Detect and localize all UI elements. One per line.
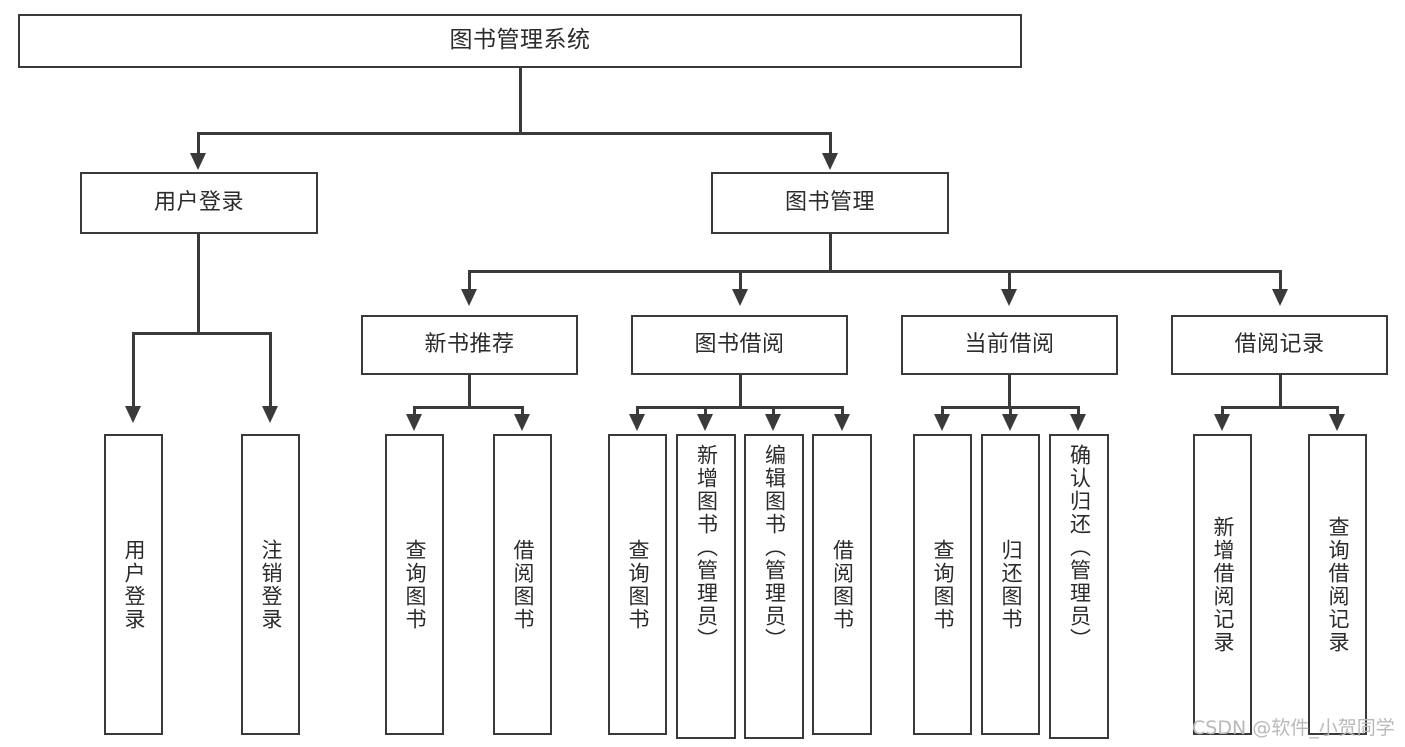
connector-newbook-to-leaf2 bbox=[521, 406, 524, 420]
node-label: 新书推荐 bbox=[424, 332, 515, 358]
connector-borrowrecord-stem bbox=[1279, 375, 1282, 408]
node-label: 借阅记录 bbox=[1234, 332, 1325, 358]
node-new-book-recommend[interactable]: 新书推荐 bbox=[361, 315, 578, 375]
node-book-management[interactable]: 图书管理 bbox=[711, 172, 949, 234]
connector-bookmgmt-to-borrow bbox=[739, 270, 742, 292]
arrowhead-userlogin-to-leaf1 bbox=[125, 406, 141, 423]
arrowhead-root-to-userlogin bbox=[190, 153, 206, 170]
arrowhead-root-to-bookmgmt bbox=[822, 153, 838, 170]
node-book-borrow[interactable]: 图书借阅 bbox=[631, 315, 848, 375]
arrowhead-userlogin-to-leaf2 bbox=[262, 406, 278, 423]
connector-bookborrow-to-leaf2 bbox=[704, 406, 707, 420]
node-label: 图书管理 bbox=[784, 190, 875, 216]
node-leaf-return-book[interactable]: 归还图书 bbox=[981, 434, 1040, 735]
node-label: 借阅图书 bbox=[511, 538, 535, 631]
node-label: 查询借阅记录 bbox=[1326, 515, 1350, 654]
node-leaf-add-book-admin[interactable]: 新增图书（管理员） bbox=[676, 434, 736, 739]
node-label: 新增借阅记录 bbox=[1211, 515, 1235, 654]
connector-borrowrecord-bus bbox=[1222, 406, 1338, 409]
connector-bookmgmt-to-newbook bbox=[468, 270, 471, 292]
arrowhead-bookborrow-to-leaf2 bbox=[697, 414, 713, 431]
node-leaf-confirm-return-admin[interactable]: 确认归还（管理员） bbox=[1049, 434, 1109, 739]
arrowhead-newbook-to-leaf2 bbox=[514, 414, 530, 431]
node-label: 当前借阅 bbox=[964, 332, 1055, 358]
arrowhead-borrowrecord-to-leaf2 bbox=[1329, 414, 1345, 431]
node-leaf-user-login[interactable]: 用户登录 bbox=[104, 434, 163, 735]
node-label: 新增图书（管理员） bbox=[694, 444, 719, 651]
connector-currentborrow-to-leaf2 bbox=[1009, 406, 1012, 420]
node-label: 图书借阅 bbox=[694, 332, 785, 358]
arrowhead-bookborrow-to-leaf1 bbox=[629, 414, 645, 431]
connector-currentborrow-to-leaf3 bbox=[1077, 406, 1080, 420]
arrowhead-currentborrow-to-leaf2 bbox=[1002, 414, 1018, 431]
node-label: 注销登录 bbox=[259, 538, 283, 631]
connector-root-stem bbox=[519, 68, 522, 134]
connector-bookborrow-stem bbox=[739, 375, 742, 408]
arrowhead-currentborrow-to-leaf3 bbox=[1070, 414, 1086, 431]
connector-currentborrow-stem bbox=[1008, 375, 1011, 408]
connector-bookmgmt-to-record bbox=[1279, 270, 1282, 292]
connector-bookmgmt-stem bbox=[829, 234, 832, 272]
connector-newbook-to-leaf1 bbox=[413, 406, 416, 420]
arrowhead-bookborrow-to-leaf3 bbox=[765, 414, 781, 431]
connector-bookborrow-bus bbox=[637, 406, 844, 409]
node-label: 用户登录 bbox=[122, 538, 146, 631]
arrowhead-currentborrow-to-leaf1 bbox=[934, 414, 950, 431]
arrowhead-bookborrow-to-leaf4 bbox=[834, 414, 850, 431]
node-current-borrow[interactable]: 当前借阅 bbox=[901, 315, 1118, 375]
node-label: 查询图书 bbox=[403, 538, 427, 631]
arrowhead-bookmgmt-to-current bbox=[1001, 289, 1017, 306]
node-label: 借阅图书 bbox=[830, 538, 855, 631]
arrowhead-newbook-to-leaf1 bbox=[406, 414, 422, 431]
arrowhead-bookmgmt-to-newbook bbox=[461, 289, 477, 306]
node-label: 查询图书 bbox=[931, 538, 955, 631]
node-user-login[interactable]: 用户登录 bbox=[80, 172, 318, 234]
node-leaf-logout[interactable]: 注销登录 bbox=[241, 434, 300, 735]
node-label: 查询图书 bbox=[626, 538, 650, 631]
node-label: 归还图书 bbox=[999, 538, 1023, 631]
node-leaf-borrow-book-1[interactable]: 借阅图书 bbox=[493, 434, 552, 735]
connector-currentborrow-to-leaf1 bbox=[941, 406, 944, 420]
node-label: 确认归还（管理员） bbox=[1067, 444, 1092, 651]
connector-borrowrecord-to-leaf2 bbox=[1336, 406, 1339, 420]
connector-root-bus bbox=[198, 132, 832, 135]
connector-bookmgmt-to-current bbox=[1008, 270, 1011, 292]
node-leaf-edit-book-admin[interactable]: 编辑图书（管理员） bbox=[744, 434, 804, 739]
node-root-system[interactable]: 图书管理系统 bbox=[18, 14, 1022, 68]
connector-root-to-bookmgmt bbox=[829, 132, 832, 157]
node-leaf-borrow-book-2[interactable]: 借阅图书 bbox=[812, 434, 872, 735]
arrowhead-borrowrecord-to-leaf1 bbox=[1214, 414, 1230, 431]
node-label: 图书管理系统 bbox=[449, 27, 591, 54]
arrowhead-bookmgmt-to-borrow bbox=[732, 289, 748, 306]
connector-borrowrecord-to-leaf1 bbox=[1221, 406, 1224, 420]
connector-root-to-userlogin bbox=[197, 132, 200, 157]
node-leaf-query-borrow-record[interactable]: 查询借阅记录 bbox=[1308, 434, 1367, 735]
connector-bookborrow-to-leaf3 bbox=[772, 406, 775, 420]
node-leaf-query-book-2[interactable]: 查询图书 bbox=[608, 434, 667, 735]
connector-bookmgmt-bus bbox=[469, 270, 1282, 273]
node-label: 用户登录 bbox=[153, 190, 244, 216]
node-label: 编辑图书（管理员） bbox=[762, 444, 787, 651]
connector-bookborrow-to-leaf1 bbox=[636, 406, 639, 420]
connector-userlogin-bus bbox=[133, 332, 272, 335]
connector-userlogin-stem bbox=[197, 234, 200, 334]
node-borrow-record[interactable]: 借阅记录 bbox=[1171, 315, 1388, 375]
connector-newbook-bus bbox=[414, 406, 524, 409]
connector-newbook-stem bbox=[468, 375, 471, 408]
node-leaf-query-book-1[interactable]: 查询图书 bbox=[385, 434, 444, 735]
connector-userlogin-to-leaf2 bbox=[269, 332, 272, 410]
node-leaf-query-book-3[interactable]: 查询图书 bbox=[913, 434, 972, 735]
arrowhead-bookmgmt-to-record bbox=[1272, 289, 1288, 306]
node-leaf-add-borrow-record[interactable]: 新增借阅记录 bbox=[1193, 434, 1252, 735]
connector-userlogin-to-leaf1 bbox=[132, 332, 135, 410]
connector-bookborrow-to-leaf4 bbox=[841, 406, 844, 420]
